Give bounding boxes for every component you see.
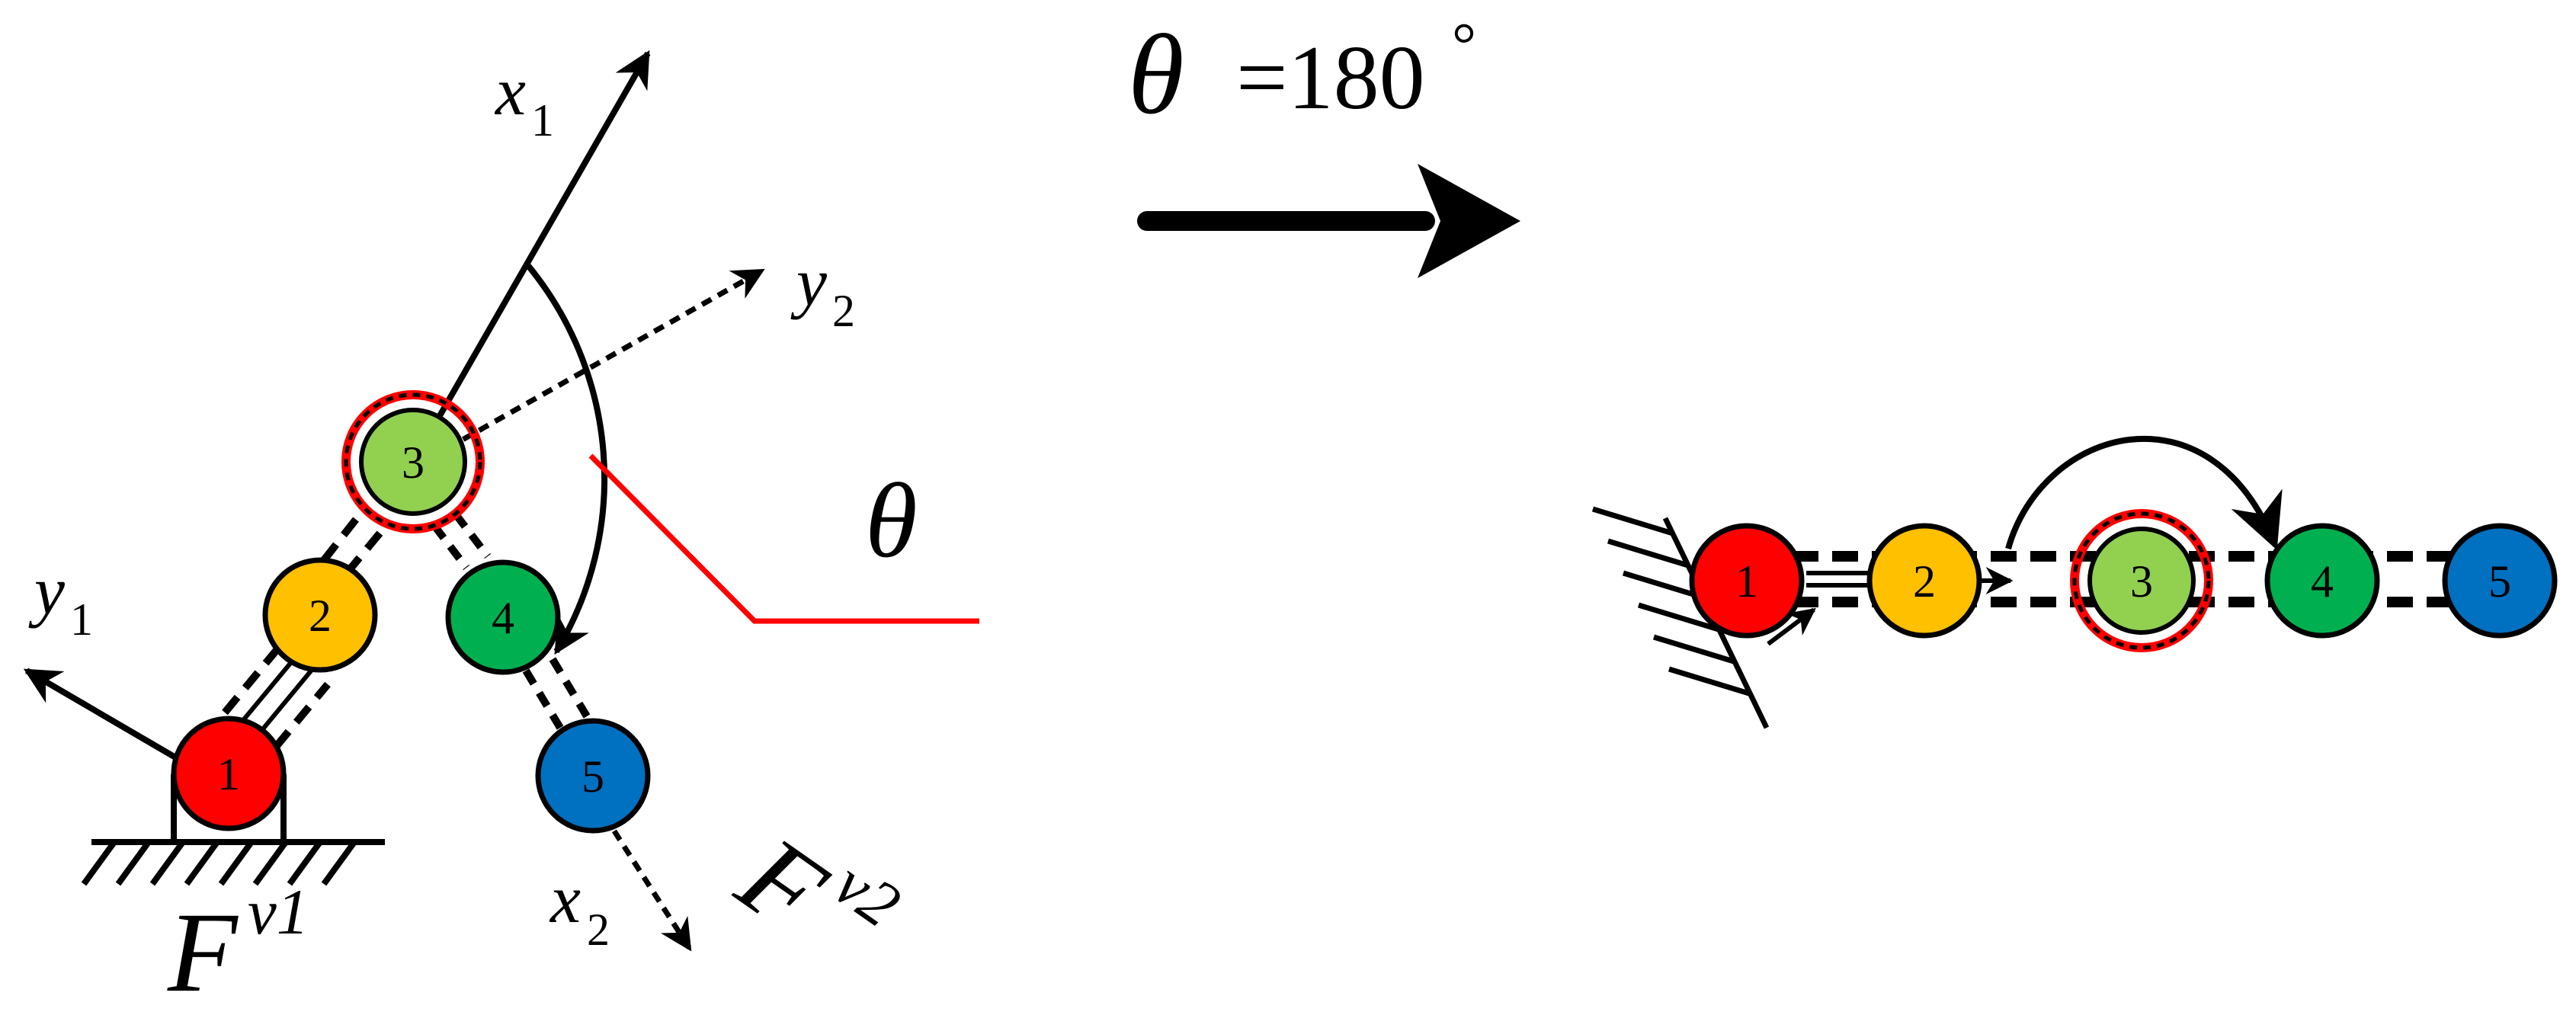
y1-axis xyxy=(23,668,179,761)
force-label-2: F v2 xyxy=(716,812,913,956)
label-x1: x 1 xyxy=(494,54,554,146)
left-node-2: 2 xyxy=(262,557,378,673)
x2-axis xyxy=(592,799,692,952)
label-x2: x 2 xyxy=(549,862,610,955)
node-label: 5 xyxy=(582,751,604,802)
pointer-1 xyxy=(1767,607,1816,646)
node-label: 4 xyxy=(492,593,514,643)
angle-arc xyxy=(523,261,608,655)
left-node-3-highlighted: 3 xyxy=(341,390,485,533)
node-label: 1 xyxy=(217,749,240,799)
node-label: 3 xyxy=(402,437,425,488)
node-label: 2 xyxy=(309,591,332,641)
svg-text:=180: =180 xyxy=(1236,27,1425,128)
svg-text:1: 1 xyxy=(70,594,93,645)
node-label: 1 xyxy=(1735,556,1758,607)
right-node-2: 2 xyxy=(1866,523,1982,639)
svg-text:x: x xyxy=(549,862,581,937)
right-node-3-highlighted: 3 xyxy=(2070,509,2213,652)
right-panel: 1 2 3 4 5 xyxy=(1591,435,2558,729)
angle-label: θ xyxy=(865,462,918,580)
reorder-arrow xyxy=(2005,435,2283,550)
node-label: 5 xyxy=(2488,556,2511,607)
force-label-1: F v1 xyxy=(167,876,309,1012)
node-label: 3 xyxy=(2130,556,2153,607)
svg-text:F: F xyxy=(716,812,847,956)
link-3-4 xyxy=(431,511,491,571)
y2-axis xyxy=(414,267,765,469)
svg-text:v1: v1 xyxy=(248,876,309,948)
svg-text:F: F xyxy=(167,889,239,1012)
svg-text:2: 2 xyxy=(587,905,610,955)
right-node-4: 4 xyxy=(2264,523,2380,639)
node-label: 2 xyxy=(1913,556,1936,607)
node-circle xyxy=(171,716,287,831)
svg-text:1: 1 xyxy=(531,95,554,146)
link-2-3 xyxy=(321,504,390,576)
svg-text:y: y xyxy=(790,245,827,320)
left-panel: 1 2 3 4 5 x 1 y 1 y 2 xyxy=(23,50,979,1012)
transition-label: θ =180 ° xyxy=(1128,11,1476,138)
x1-axis xyxy=(409,50,651,466)
label-y2: y 2 xyxy=(790,245,855,336)
svg-text:2: 2 xyxy=(832,286,855,336)
link-1-2 xyxy=(222,639,331,750)
ground-hatch xyxy=(81,839,385,886)
right-node-5: 5 xyxy=(2442,523,2558,639)
node-label: 4 xyxy=(2311,556,2334,607)
svg-text:θ: θ xyxy=(1128,11,1184,138)
label-y1: y 1 xyxy=(28,553,93,645)
left-node-4: 4 xyxy=(445,559,561,675)
left-node-5: 5 xyxy=(535,718,651,834)
svg-text:x: x xyxy=(494,54,526,130)
left-node-1: 1 xyxy=(171,716,287,831)
transition: θ =180 ° xyxy=(1128,11,1520,278)
angle-marker xyxy=(588,453,979,624)
right-node-1: 1 xyxy=(1689,523,1805,639)
link-4-5 xyxy=(522,657,591,730)
svg-text:y: y xyxy=(28,553,65,629)
transition-arrow xyxy=(1137,164,1520,278)
svg-text:°: ° xyxy=(1452,11,1476,78)
